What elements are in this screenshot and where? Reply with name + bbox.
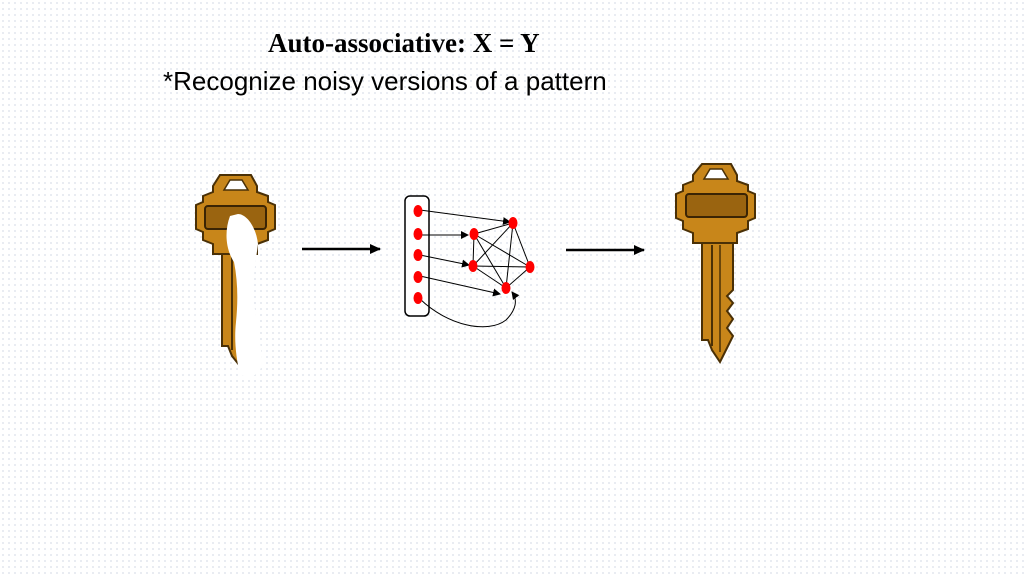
hidden-neuron (508, 217, 518, 229)
input-neuron (413, 292, 423, 304)
input-neuron (413, 228, 423, 240)
noisy-key-icon (195, 174, 276, 377)
clean-key-icon (675, 163, 756, 364)
slide-subtitle: *Recognize noisy versions of a pattern (163, 66, 607, 96)
hidden-neuron (469, 228, 479, 240)
input-neuron (413, 249, 423, 261)
noise-smear (226, 214, 262, 377)
hidden-neuron (501, 282, 511, 294)
hidden-neuron (468, 260, 478, 272)
input-neuron (413, 271, 423, 283)
hidden-neuron (525, 261, 535, 273)
neural-network-diagram (404, 195, 535, 328)
input-neuron (413, 205, 423, 217)
slide-title: Auto-associative: X = Y (268, 28, 540, 58)
